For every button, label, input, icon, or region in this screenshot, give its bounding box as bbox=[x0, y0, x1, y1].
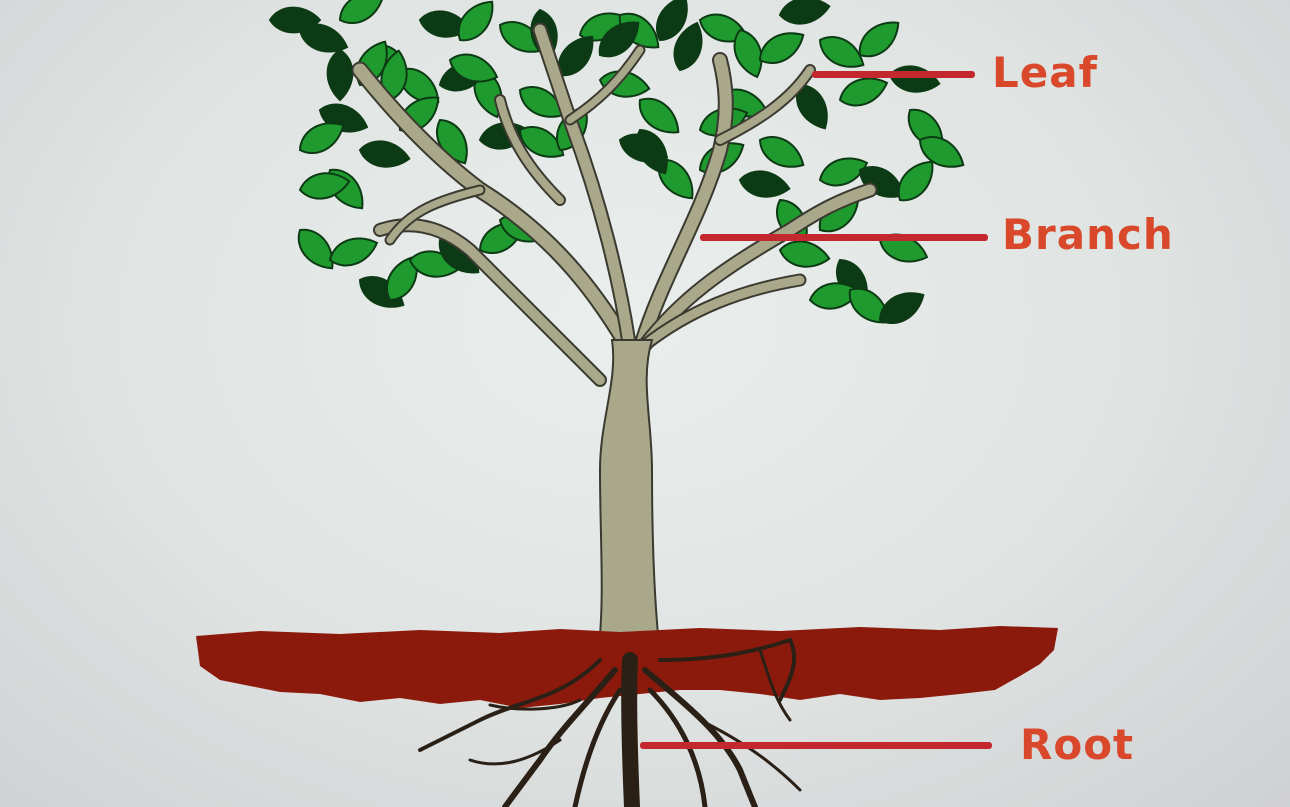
branch-pointer-line bbox=[700, 234, 988, 241]
leaf-icon bbox=[326, 231, 381, 271]
branch-label: Branch bbox=[1002, 214, 1174, 256]
leaf-pointer-line bbox=[812, 71, 975, 78]
leaf-icon bbox=[738, 168, 792, 201]
root-icon bbox=[629, 660, 632, 807]
leaf-icon bbox=[778, 0, 832, 27]
root-label: Root bbox=[1020, 724, 1134, 766]
root-pointer-line bbox=[640, 742, 992, 749]
leaf-label: Leaf bbox=[992, 52, 1098, 94]
leaf-icon bbox=[328, 50, 353, 100]
leaf-icon bbox=[778, 238, 832, 271]
leaf-icon bbox=[888, 63, 942, 96]
trunk bbox=[598, 340, 660, 655]
leaf-icon bbox=[358, 138, 412, 171]
leaf-icon bbox=[334, 0, 390, 31]
leaf-icon bbox=[754, 129, 810, 175]
